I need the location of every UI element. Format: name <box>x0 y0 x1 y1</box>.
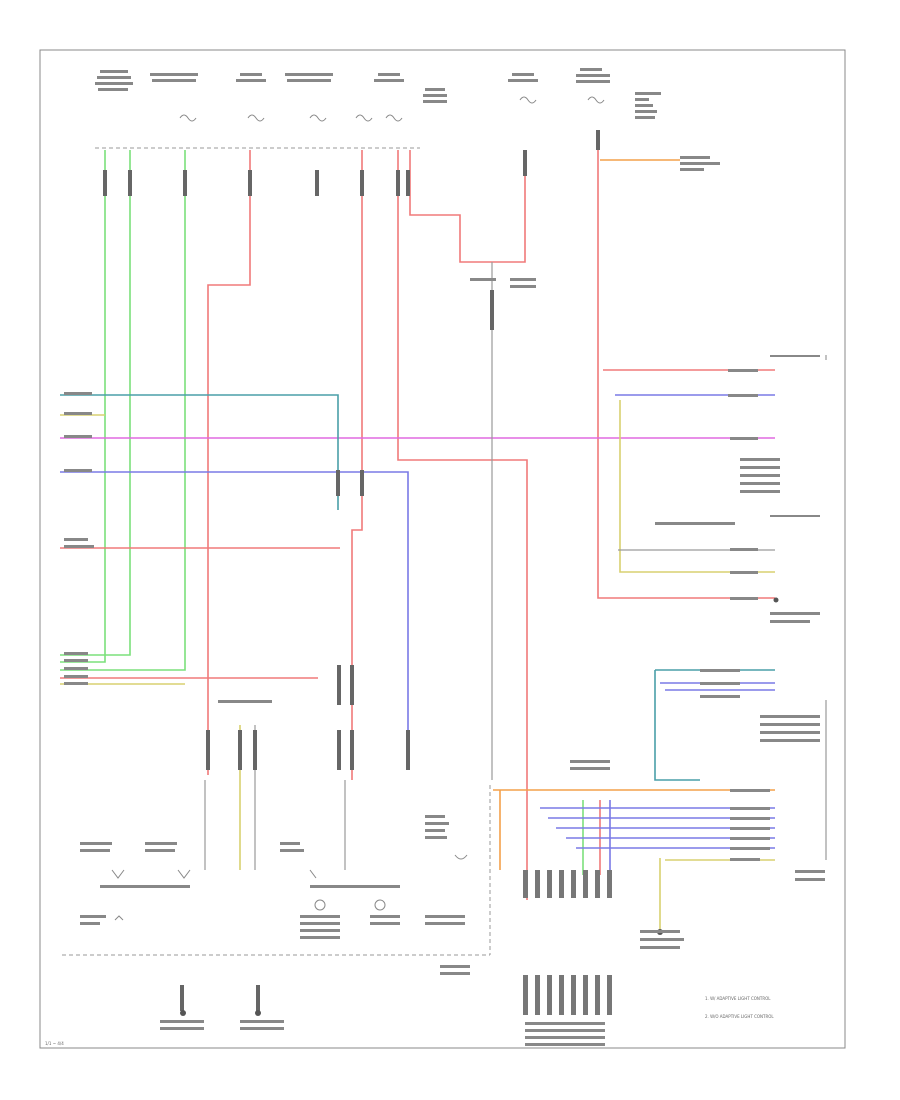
green-wires <box>60 150 584 875</box>
left-wire-labels <box>64 392 94 685</box>
red-wires <box>60 130 775 900</box>
module-box <box>62 785 491 956</box>
connector-block <box>523 870 612 1015</box>
legend-item-1: 1. W/ ADAPTIVE LIGHT CONTROL <box>705 996 771 1001</box>
bulb-icon <box>111 854 468 921</box>
bottom-component-labels <box>80 278 610 1046</box>
fuse-icon <box>179 96 605 122</box>
page-code: 1/1 ~ 4/4 <box>45 1041 64 1046</box>
top-labels <box>95 68 720 171</box>
connector-icon <box>103 130 600 1011</box>
blue-wires <box>60 394 775 875</box>
wire-end-labels <box>640 355 825 949</box>
teal-wires <box>60 394 775 781</box>
orange-wires <box>493 159 775 870</box>
legend-item-2: 2. W/O ADAPTIVE LIGHT CONTROL <box>705 1014 774 1019</box>
diagram-frame <box>39 49 846 1049</box>
ground-icon <box>180 597 779 1016</box>
legend: 1. W/ ADAPTIVE LIGHT CONTROL 2. W/O ADAP… <box>705 996 774 1019</box>
gray-wires <box>204 262 827 870</box>
